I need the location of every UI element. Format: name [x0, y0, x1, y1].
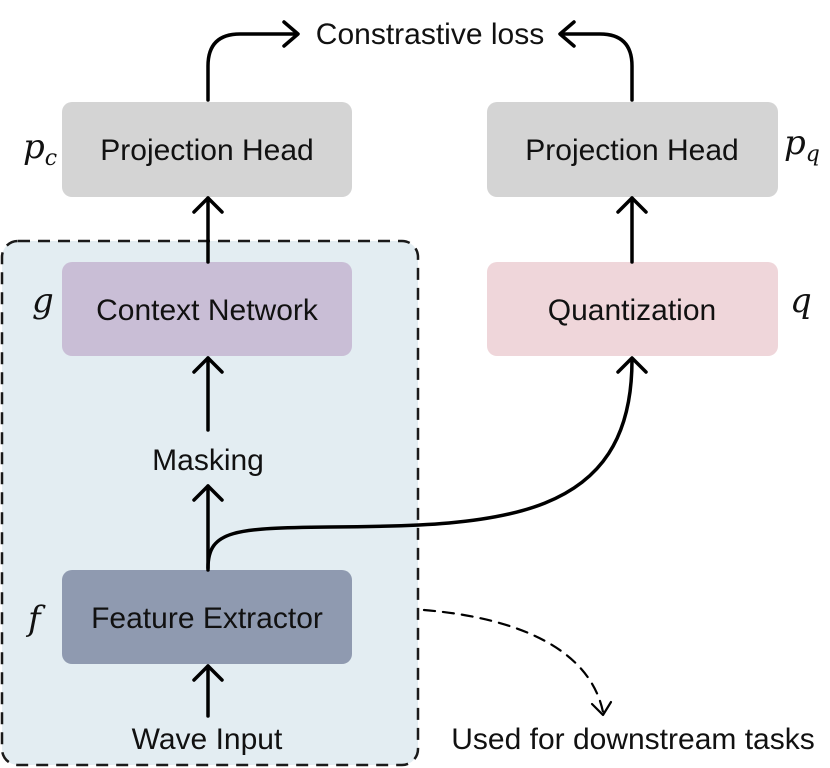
quantization-label: Quantization: [548, 294, 716, 327]
symbol-p-c-subscript: c: [45, 146, 57, 171]
feature-extractor-box: [62, 570, 352, 664]
arrowhead-feature-to-quantization: [616, 356, 648, 374]
arrowhead-left-to-loss: [282, 20, 300, 48]
arrow-right-head-to-loss: [560, 32, 634, 102]
contrastive-loss-label: Constrastive loss: [316, 18, 544, 51]
symbol-p-q: pq: [784, 123, 820, 167]
arrowhead-wave-to-feature: [192, 664, 224, 682]
symbol-g: g: [32, 281, 54, 321]
arrowhead-right-to-loss: [558, 20, 576, 48]
arrowhead-downstream: [590, 700, 613, 717]
symbol-p-c-base: p: [23, 127, 45, 167]
arrow-downstream: [422, 608, 605, 714]
arrowhead-masking-to-context: [192, 356, 224, 374]
feature-extractor-label: Feature Extractor: [91, 602, 323, 635]
symbol-p-q-subscript: q: [806, 142, 820, 167]
context-network-box: [62, 262, 352, 356]
arrowhead-context-to-projection: [192, 196, 224, 214]
symbol-q: q: [790, 281, 812, 321]
symbol-p-c: pc: [23, 127, 57, 171]
arrowhead-quantization-to-projection: [616, 196, 648, 214]
arrow-feature-to-quantization: [206, 358, 634, 570]
quantization-box: [487, 262, 778, 356]
projection-head-left-box: [62, 102, 352, 197]
arrowhead-feature-to-masking: [192, 484, 224, 502]
masking-label: Masking: [152, 444, 264, 477]
projection-head-right-box: [487, 102, 778, 197]
downstream-tasks-label: Used for downstream tasks: [451, 723, 814, 756]
arrow-left-head-to-loss: [206, 32, 298, 102]
symbol-p-q-base: p: [784, 123, 806, 163]
wave-input-label: Wave Input: [132, 723, 283, 756]
projection-head-left-label: Projection Head: [100, 134, 313, 167]
context-network-label: Context Network: [96, 294, 319, 327]
projection-head-right-label: Projection Head: [525, 134, 738, 167]
